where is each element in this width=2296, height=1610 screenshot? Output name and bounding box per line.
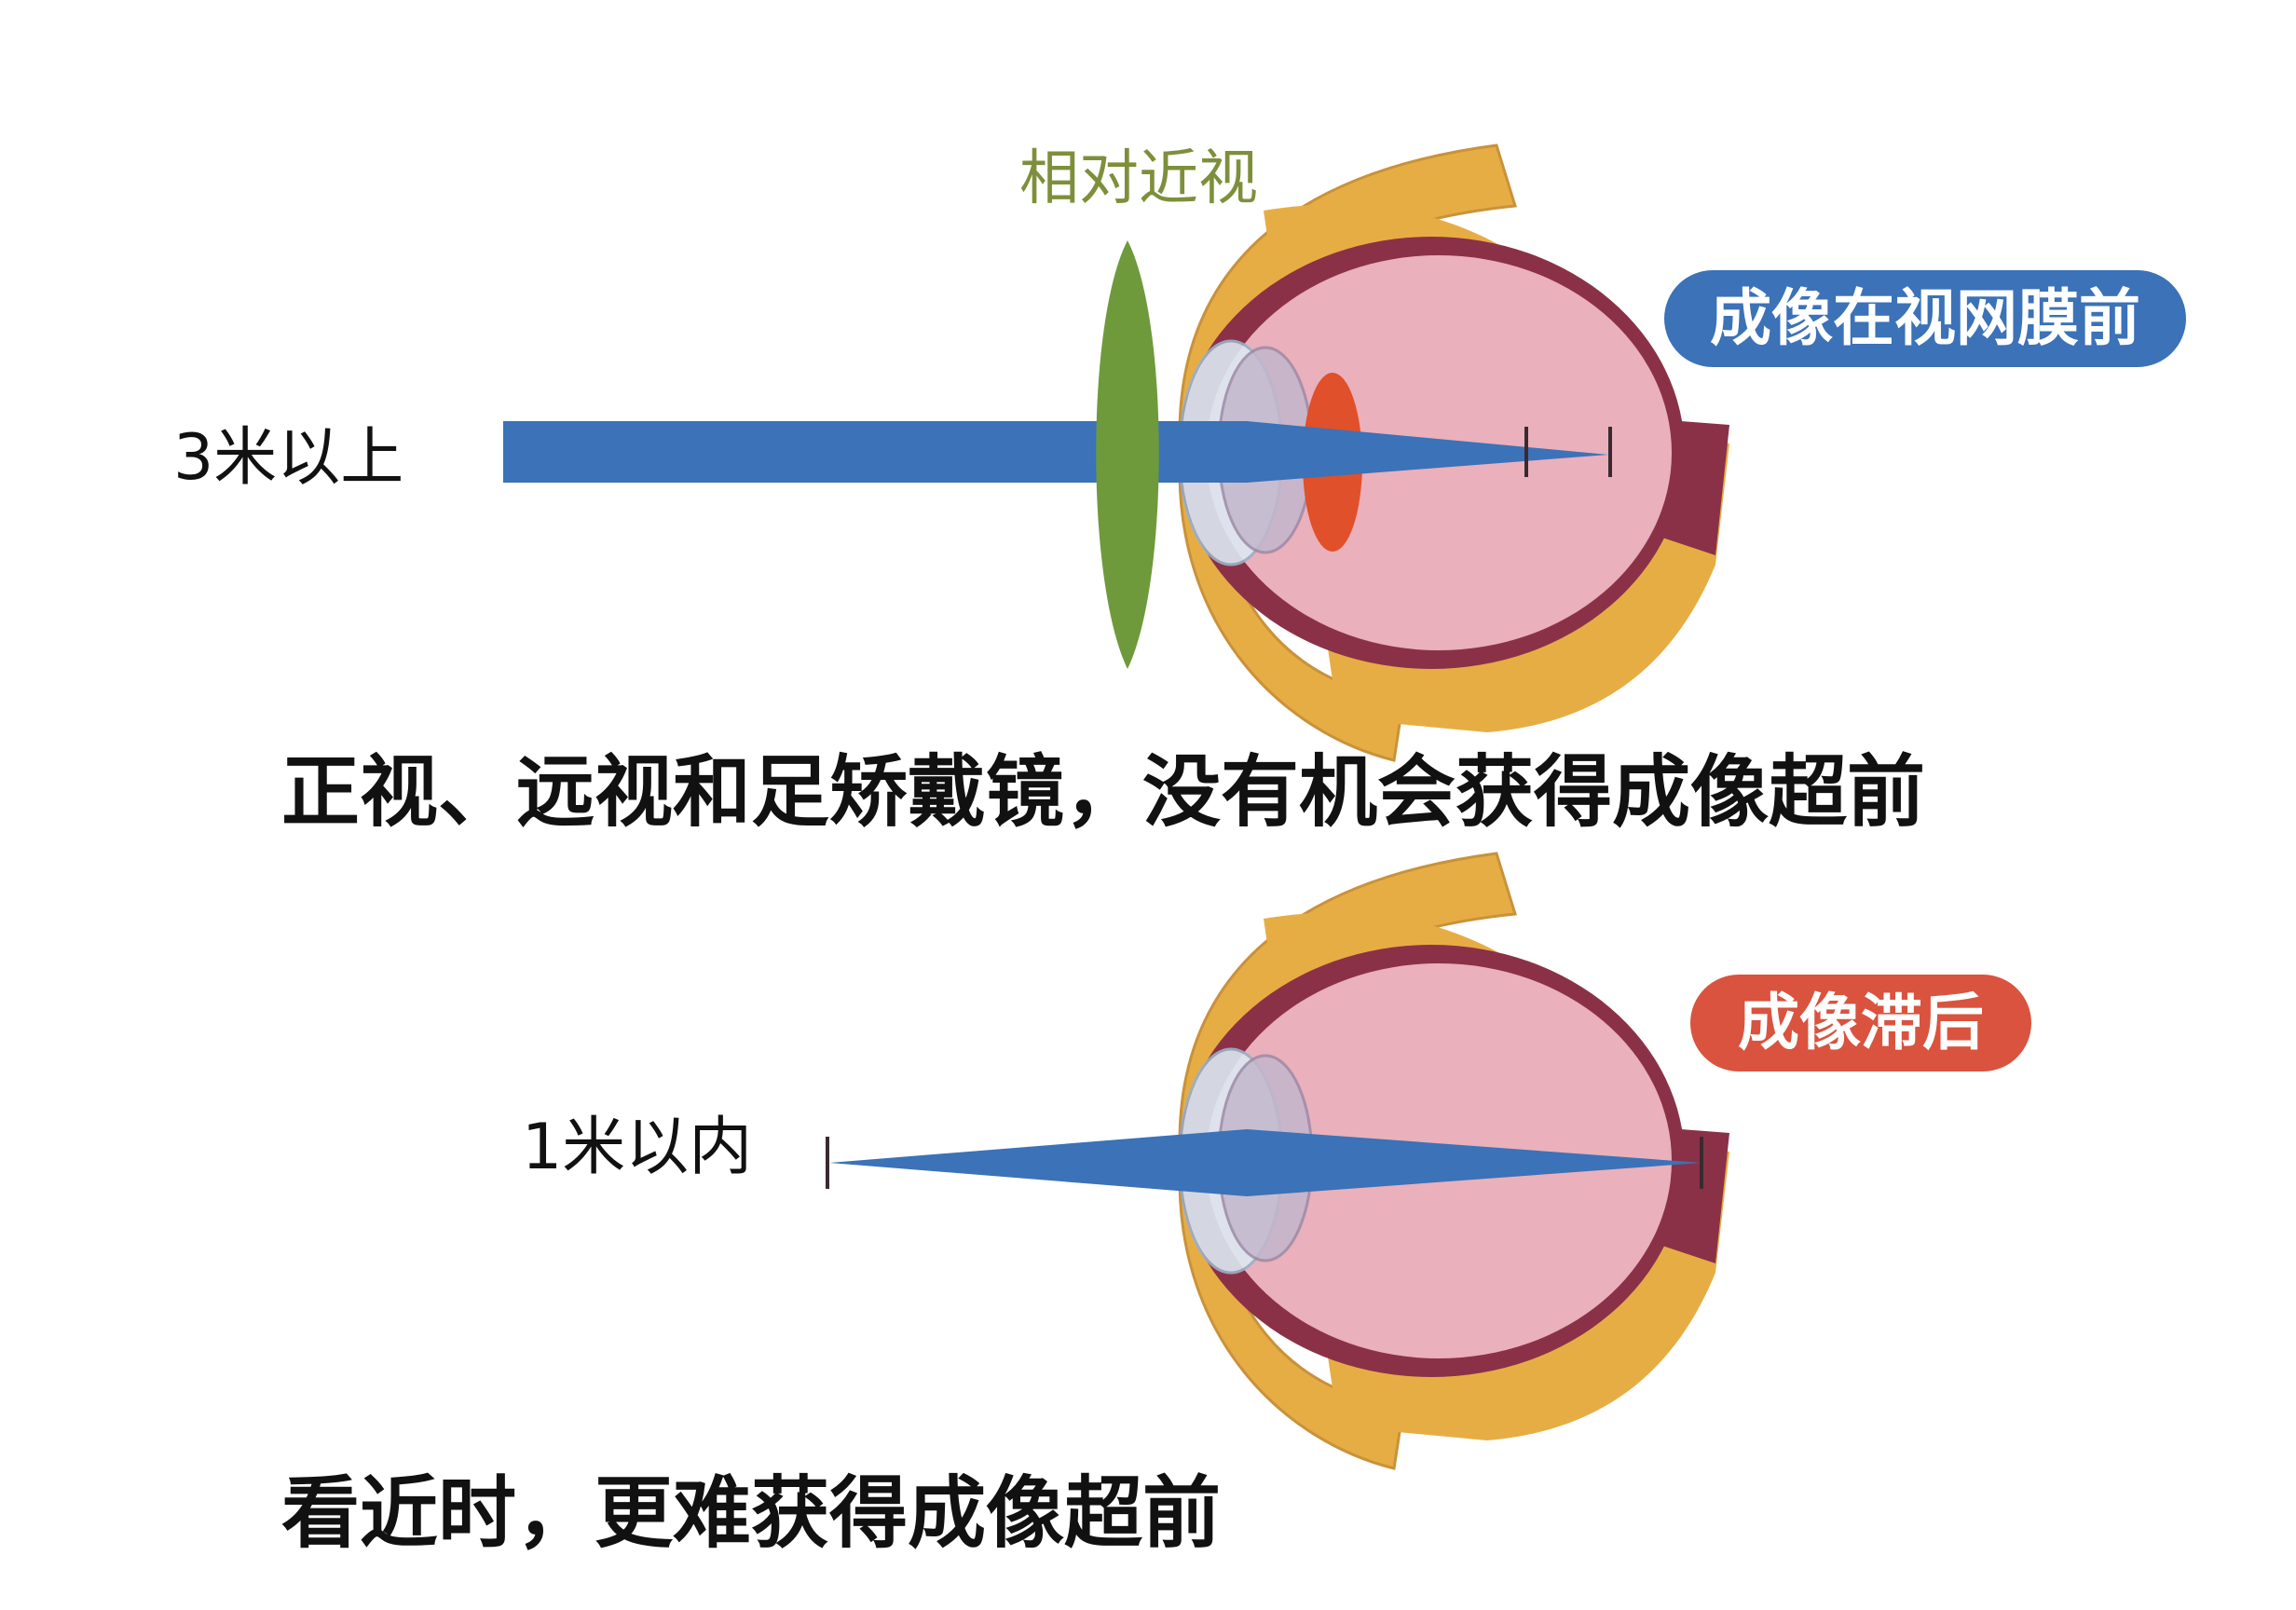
caption-bottom: 看近时，更难获得成像超前 [281,1467,1222,1559]
bottom-ray [829,1129,1247,1196]
bottom-ray-inside [1247,1129,1702,1196]
distance-label-near: 1米以内 [522,1111,753,1184]
lens-label: 相对近视 [1019,144,1258,213]
distance-label-far: 3米以上 [173,421,404,495]
convex-lens-icon [1096,240,1159,669]
badge-image-in-front: 成像在视网膜前 [1664,270,2186,367]
top-converging-ray [1247,421,1608,483]
badge-image-behind: 成像滞后 [1690,975,2031,1071]
caption-top: 正视、远视和足矫戴镜，没有机会获得成像超前 [281,746,1926,838]
